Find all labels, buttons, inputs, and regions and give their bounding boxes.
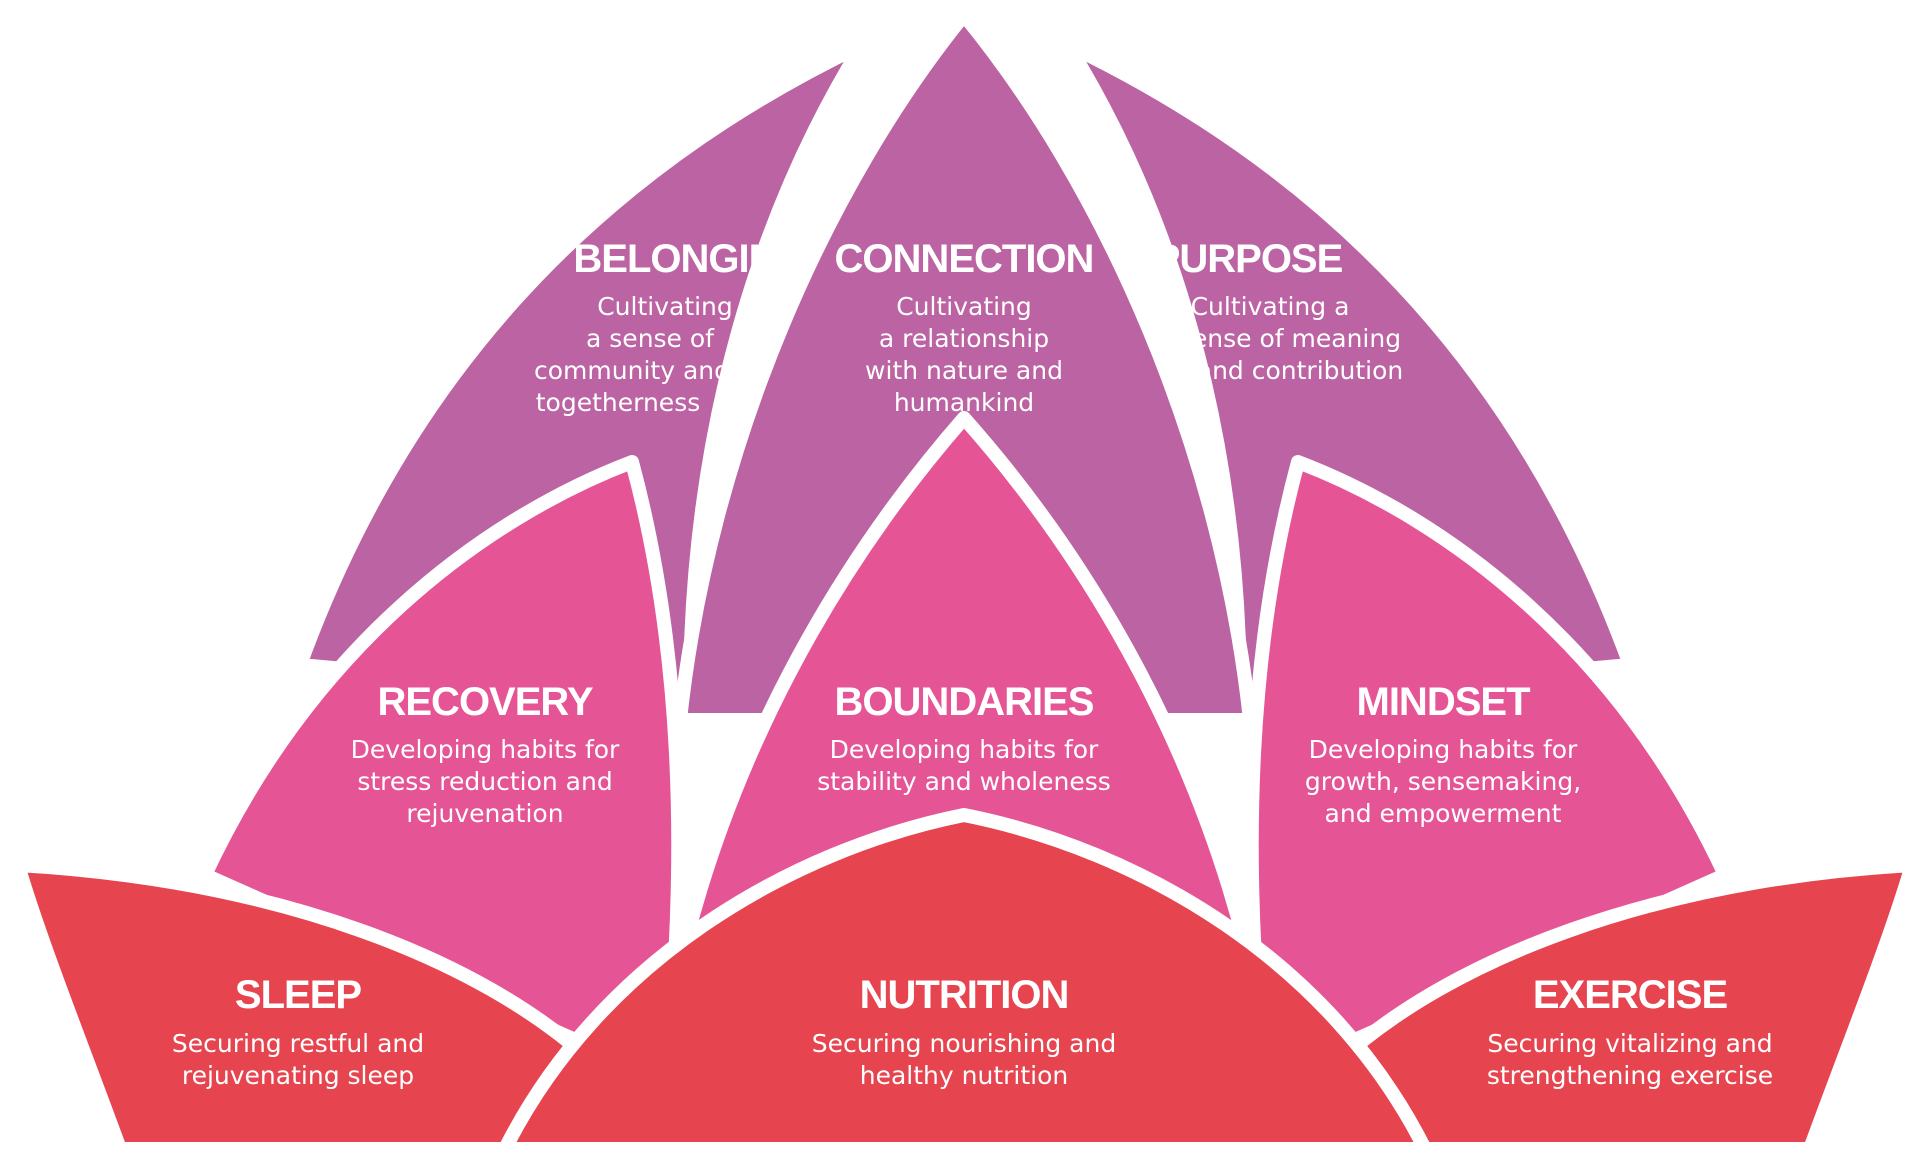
purpose-line-3: and contribution [1197,356,1404,385]
belonging-title: BELONGING [573,237,806,281]
petal-nutrition [498,808,1432,1149]
petal-sleep [11,858,597,1149]
label-boundaries: BOUNDARIES Developing habits for stabili… [817,680,1111,796]
nutrition-line-2: healthy nutrition [860,1061,1068,1090]
label-purpose: PURPOSE Cultivating a sense of meaning a… [1154,237,1404,385]
petal-belonging [293,38,869,707]
label-recovery: RECOVERY Developing habits for stress re… [351,680,620,828]
label-belonging: BELONGING Cultivating a sense of communi… [534,237,808,417]
recovery-title: RECOVERY [377,680,593,724]
connection-line-2: a relationship [879,324,1049,353]
exercise-title: EXERCISE [1533,973,1728,1017]
purpose-line-1: Cultivating a [1191,292,1350,321]
boundaries-line-2: stability and wholeness [817,767,1111,796]
connection-line-3: with nature and [865,356,1063,385]
boundaries-title: BOUNDARIES [835,680,1094,724]
connection-line-1: Cultivating [896,292,1032,321]
label-nutrition: NUTRITION Securing nourishing and health… [812,973,1116,1090]
nutrition-line-1: Securing nourishing and [812,1029,1116,1058]
belonging-line-3: community and [534,356,730,385]
sleep-title: SLEEP [235,973,361,1017]
petal-exercise [1333,858,1919,1149]
exercise-line-2: strengthening exercise [1487,1061,1773,1090]
mindset-line-2: growth, sensemaking, [1305,767,1581,796]
label-exercise: EXERCISE Securing vitalizing and strengt… [1487,973,1773,1090]
belonging-line-2: a sense of [586,324,715,353]
recovery-line-1: Developing habits for [351,735,620,764]
sleep-line-1: Securing restful and [172,1029,424,1058]
mindset-line-1: Developing habits for [1309,735,1578,764]
nutrition-title: NUTRITION [860,973,1069,1017]
recovery-line-3: rejuvenation [406,799,563,828]
recovery-line-2: stress reduction and [357,767,612,796]
connection-line-4: humankind [894,388,1034,417]
mindset-title: MINDSET [1357,680,1531,724]
purpose-line-2: sense of meaning [1179,324,1401,353]
boundaries-line-1: Developing habits for [830,735,1099,764]
purpose-title: PURPOSE [1154,237,1343,281]
petal-purpose [1061,38,1637,707]
belonging-line-4: togetherness [536,388,701,417]
label-mindset: MINDSET Developing habits for growth, se… [1305,680,1581,828]
connection-title: CONNECTION [835,237,1094,281]
mindset-line-3: and empowerment [1325,799,1562,828]
sleep-line-2: rejuvenating sleep [182,1061,414,1090]
label-sleep: SLEEP Securing restful and rejuvenating … [172,973,424,1090]
belonging-line-1: Cultivating [597,292,733,321]
exercise-line-1: Securing vitalizing and [1487,1029,1772,1058]
label-connection: CONNECTION Cultivating a relationship wi… [835,237,1095,417]
